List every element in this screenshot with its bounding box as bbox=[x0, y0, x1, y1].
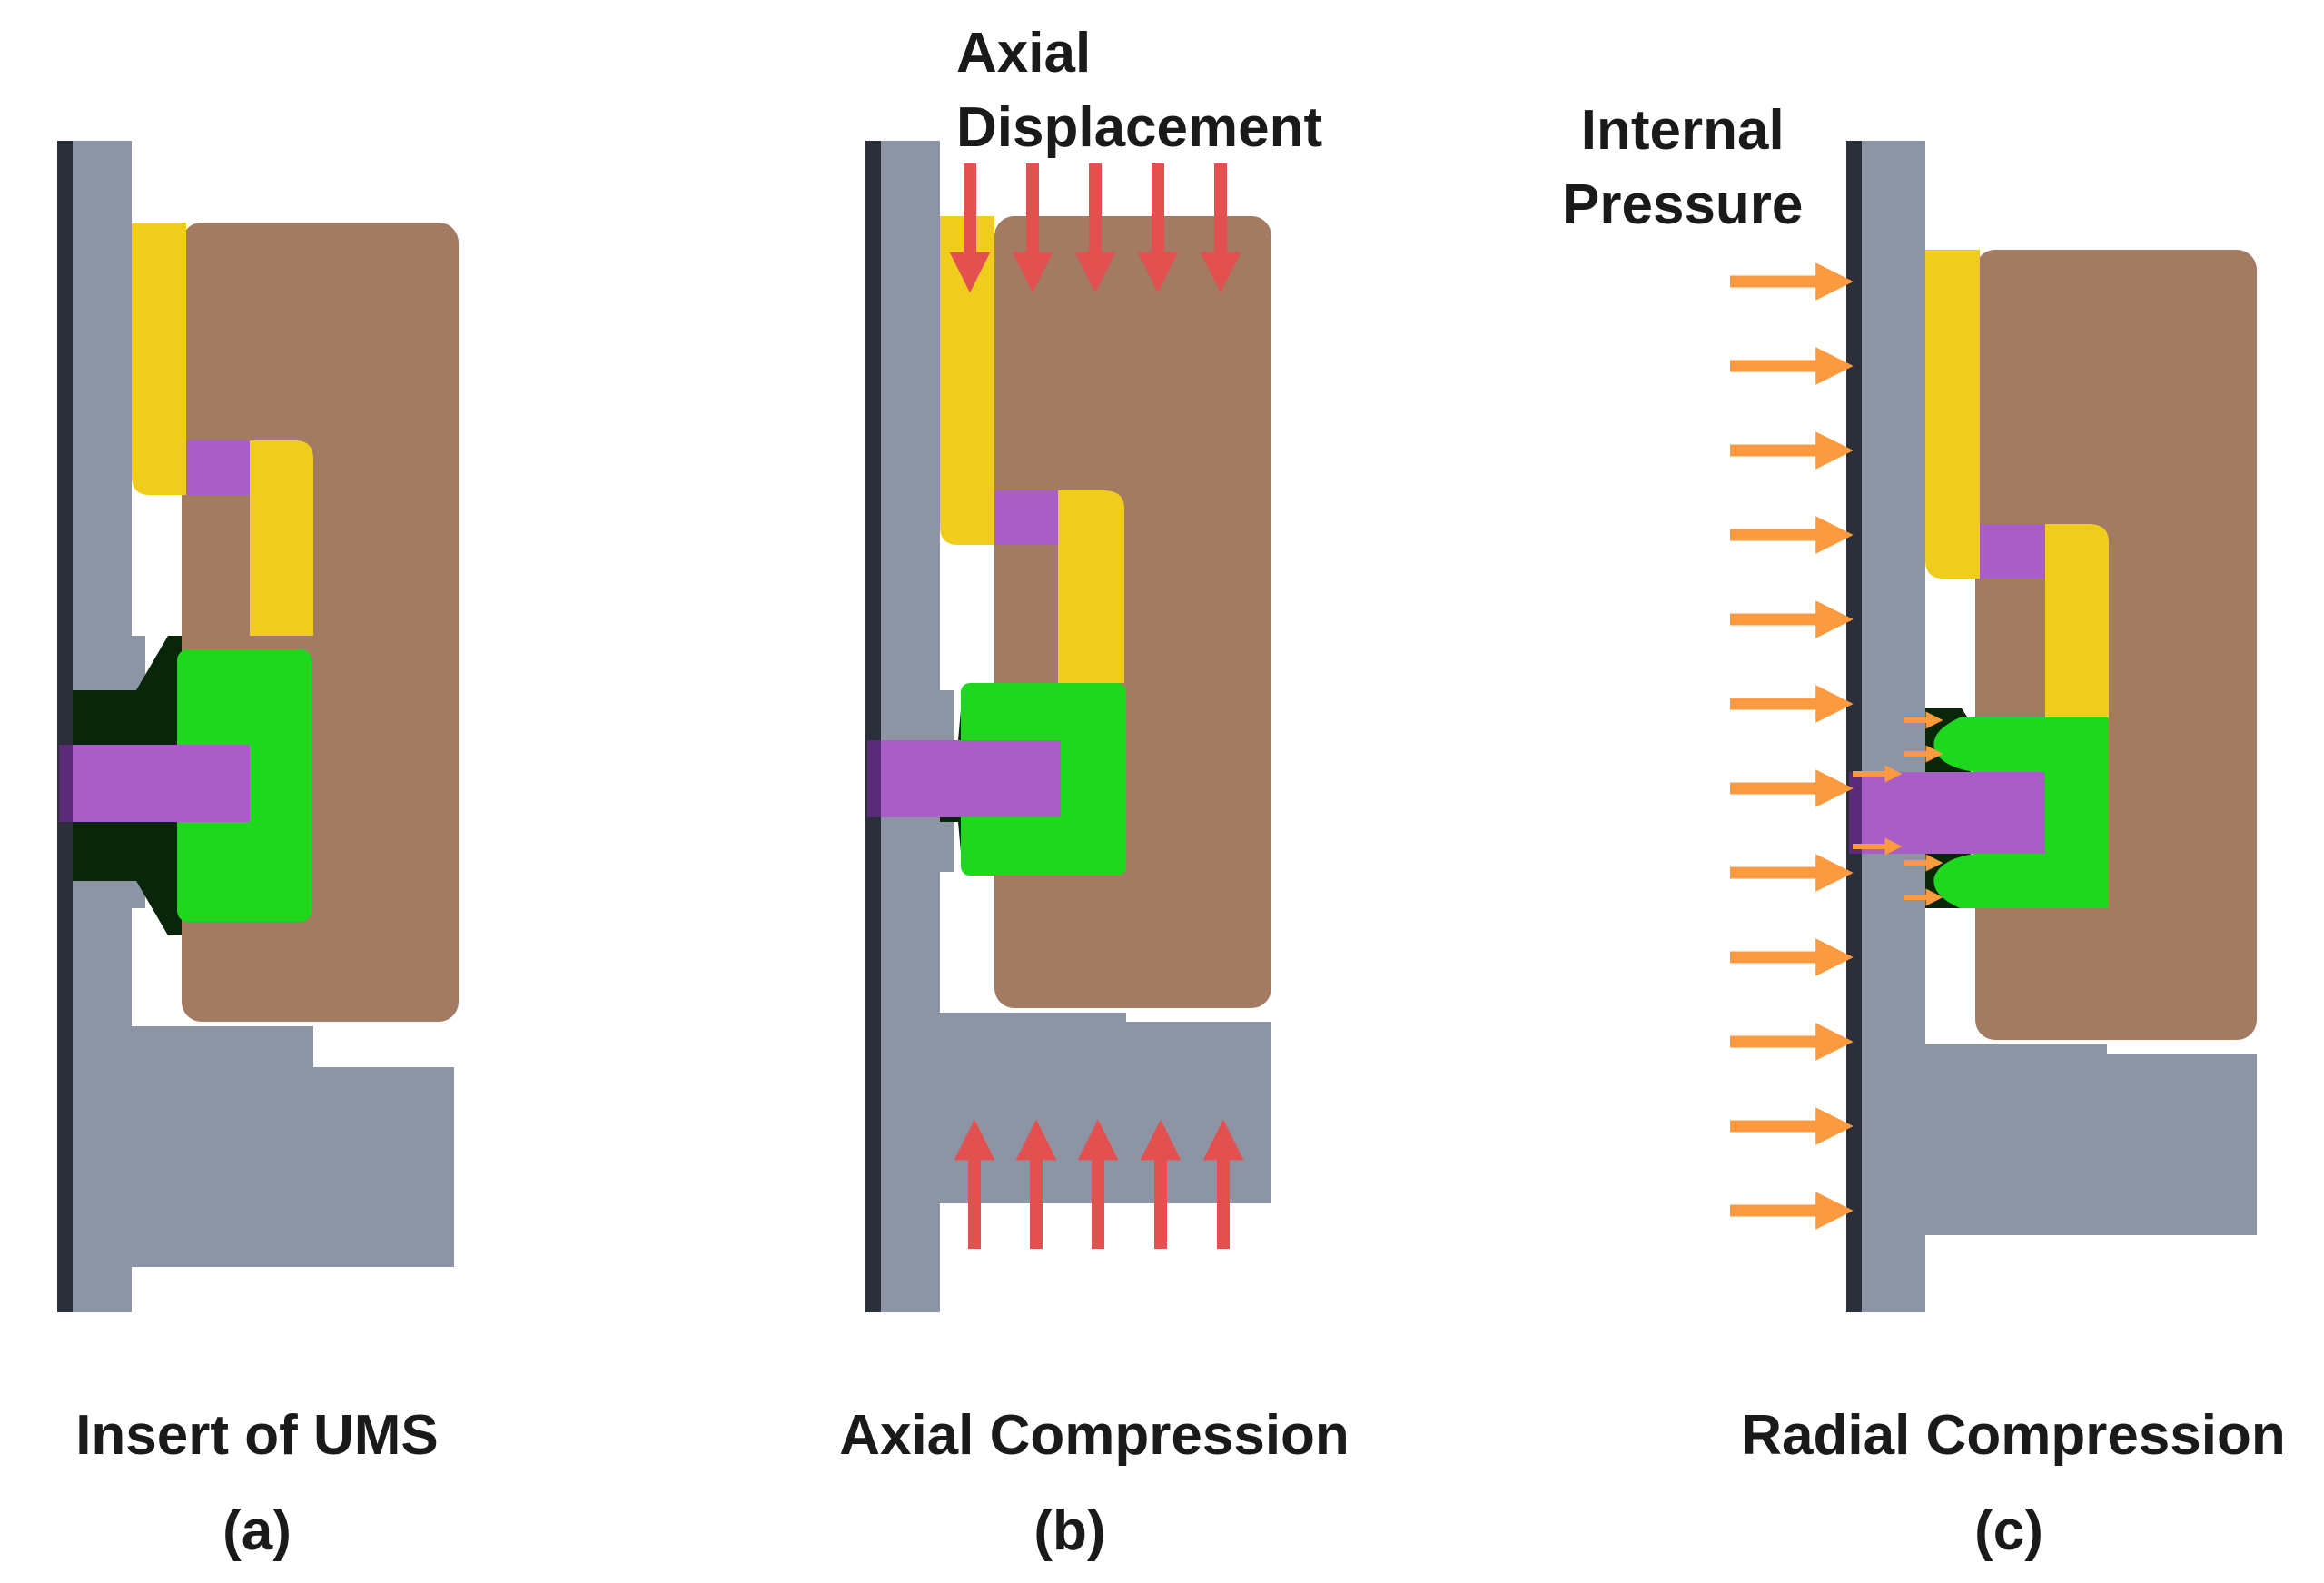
purple-spacer-b bbox=[994, 490, 1058, 545]
purple-insert-edge-a bbox=[59, 745, 73, 822]
purple-spacer-a bbox=[186, 440, 250, 495]
yellow-ring-lower-c bbox=[2045, 524, 2109, 717]
internal-pressure-label: Internal Pressure bbox=[1562, 94, 1803, 242]
panel-c bbox=[1730, 141, 2257, 1312]
purple-insert-edge-c bbox=[1849, 772, 1862, 854]
purple-insert-c bbox=[1862, 772, 2045, 854]
purple-insert-a bbox=[73, 745, 250, 822]
axial-displacement-label: Axial Displacement bbox=[956, 16, 1322, 165]
pipe-edge-a bbox=[57, 141, 73, 1312]
annotation-line1: Axial bbox=[956, 22, 1092, 84]
annotation-line2: Displacement bbox=[956, 96, 1323, 159]
caption-c: Radial Compression bbox=[1741, 1404, 2286, 1467]
pipe-edge-c bbox=[1846, 141, 1862, 1312]
yellow-ring-lower-a bbox=[250, 440, 313, 636]
axial-arrows-down bbox=[949, 163, 1241, 293]
green-seal-c bbox=[1933, 717, 2109, 908]
annotation-line1: Internal bbox=[1580, 99, 1785, 162]
pipe-edge-b bbox=[865, 141, 881, 1312]
panel-a bbox=[57, 141, 459, 1312]
sublabel-b: (b) bbox=[1033, 1499, 1106, 1562]
axial-arrows-up bbox=[954, 1119, 1244, 1249]
yellow-ring-upper-b bbox=[940, 216, 994, 545]
yellow-ring-upper-c bbox=[1925, 250, 1980, 579]
purple-insert-b bbox=[881, 740, 1061, 817]
purple-spacer-c bbox=[1980, 524, 2045, 579]
pressure-arrows bbox=[1730, 262, 1854, 1230]
yellow-ring-upper-a bbox=[132, 223, 186, 495]
sublabel-c: (c) bbox=[1974, 1499, 2043, 1562]
annotation-line2: Pressure bbox=[1562, 173, 1804, 236]
purple-insert-edge-b bbox=[867, 740, 881, 817]
pipe-wall-b bbox=[867, 141, 1271, 1312]
sublabel-a: (a) bbox=[223, 1499, 292, 1562]
small-pressure-arrows bbox=[1853, 711, 1943, 906]
yellow-ring-lower-b bbox=[1058, 490, 1124, 683]
nut-b bbox=[994, 216, 1271, 1008]
nut-c bbox=[1975, 250, 2257, 1040]
caption-b: Axial Compression bbox=[839, 1404, 1350, 1467]
panel-b bbox=[865, 141, 1271, 1312]
caption-a: Insert of UMS bbox=[75, 1404, 439, 1467]
